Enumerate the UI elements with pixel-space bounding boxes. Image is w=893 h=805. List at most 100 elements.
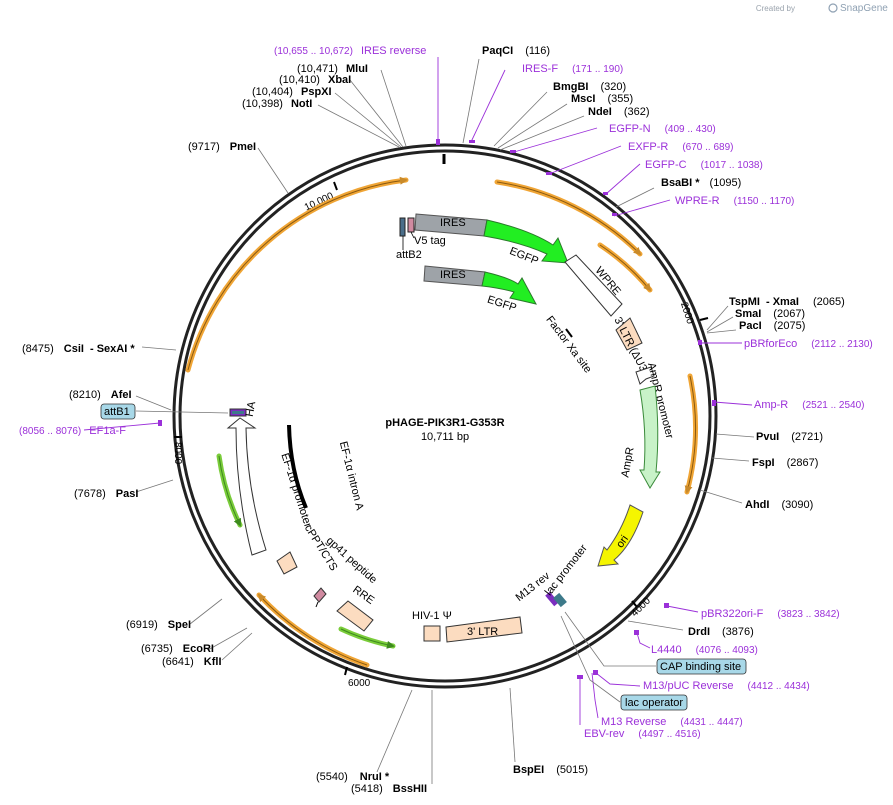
snapgene-credit: Created by SnapGene	[756, 3, 888, 14]
enzyme-kfli[interactable]: KflI	[204, 656, 222, 668]
primer-m13-puc-reverse[interactable]: M13/pUC Reverse	[643, 680, 733, 692]
cap-binding-site-box[interactable]: CAP binding site	[656, 658, 747, 675]
enzyme-afei[interactable]: AfeI	[111, 389, 132, 401]
attb2-label: attB2	[396, 249, 422, 261]
enzyme-bsshii[interactable]: BssHII	[393, 783, 427, 795]
svg-text:(7678)PasI: (7678)PasI	[74, 488, 138, 500]
enzyme-xmai[interactable]: - XmaI	[766, 296, 799, 308]
plasmid-size: 10,711 bp	[421, 431, 469, 443]
primer-egfp-c[interactable]: EGFP-C	[645, 159, 687, 171]
m13-rev-feature	[545, 591, 559, 607]
tick-label-6000: 6000	[348, 678, 371, 689]
svg-text:MscI(355): MscI(355)	[571, 93, 633, 105]
enzyme-drdi[interactable]: DrdI	[688, 626, 710, 638]
enzyme-pspxi[interactable]: PspXI	[301, 86, 332, 98]
enzyme-csii[interactable]: CsiI	[64, 343, 84, 355]
primer-ebv-rev[interactable]: EBV-rev	[584, 728, 625, 740]
enzyme-labels: PaqCI(116) BmgBI(320) MscI(355) NdeI(362…	[22, 45, 845, 795]
green-arc-left	[216, 453, 243, 528]
orf-arc-cores	[187, 176, 696, 666]
primer-exfp-r[interactable]: EXFP-R	[628, 141, 668, 153]
enzyme-mlui[interactable]: MluI	[346, 63, 368, 75]
credit-prefix: Created by	[756, 4, 795, 13]
enzyme-spei[interactable]: SpeI	[168, 619, 191, 631]
enzyme-bsabi[interactable]: BsaBI	[661, 177, 692, 189]
v5-tag-feature	[407, 217, 415, 233]
svg-text:PacI(2075): PacI(2075)	[739, 320, 805, 332]
plasmid-name: pHAGE-PIK3R1-G353R	[385, 417, 504, 429]
primer-amp-r[interactable]: Amp-R	[754, 399, 788, 411]
primer-pbr322ori-f[interactable]: pBR322ori-F	[701, 608, 764, 620]
enzyme-paqci[interactable]: PaqCI	[482, 45, 513, 57]
green-arc-cores	[218, 455, 395, 649]
svg-text:FspI(2867): FspI(2867)	[752, 457, 818, 469]
svg-text:PvuI(2721): PvuI(2721)	[756, 431, 823, 443]
svg-text:(10,471)MluI: (10,471)MluI	[297, 63, 368, 75]
enzyme-leader-lines	[135, 58, 755, 784]
enzyme-xbai[interactable]: XbaI	[328, 74, 351, 86]
primer-l4440[interactable]: L4440	[651, 644, 682, 656]
lac-operator-box[interactable]: lac operator	[620, 694, 688, 711]
ires-label-2: IRES	[440, 269, 466, 281]
tick-10000	[333, 181, 338, 191]
primer-m13-reverse[interactable]: M13 Reverse	[601, 716, 666, 728]
svg-text:(10,398)NotI: (10,398)NotI	[242, 98, 312, 110]
primer-ires-reverse[interactable]: IRES reverse	[361, 45, 426, 57]
enzyme-tspmi[interactable]: TspMI	[729, 296, 760, 308]
svg-text:(9717)PmeI: (9717)PmeI	[188, 141, 256, 153]
ires-label-1: IRES	[440, 217, 466, 229]
enzyme-ecori[interactable]: EcoRI	[183, 643, 214, 655]
svg-text:(10,404)PspXI: (10,404)PspXI	[252, 86, 332, 98]
enzyme-ahdi[interactable]: AhdI	[745, 499, 769, 511]
tick-label-8000: 8000	[172, 442, 183, 465]
hiv-psi-feature	[423, 625, 441, 642]
primer-ef1a-f[interactable]: EF1a-F	[89, 425, 126, 437]
tick-6000	[344, 666, 348, 676]
attb1-box[interactable]: attB1	[100, 403, 136, 420]
tick-2000	[699, 317, 709, 321]
enzyme-sexai[interactable]: - SexAI	[90, 343, 127, 355]
egfp-feature-1	[483, 219, 569, 264]
svg-text:(8475)CsiI- SexAI *: (8475)CsiI- SexAI *	[22, 343, 135, 355]
svg-text:EXFP-R(670 .. 689): EXFP-R(670 .. 689)	[628, 141, 734, 153]
scale-ticks	[174, 181, 709, 676]
primer-marks	[158, 139, 716, 679]
ori-feature	[597, 504, 644, 567]
svg-text:L4440(4076 .. 4093): L4440(4076 .. 4093)	[651, 644, 758, 656]
enzyme-fspi[interactable]: FspI	[752, 457, 775, 469]
enzyme-smai[interactable]: SmaI	[735, 308, 761, 320]
svg-text:BmgBI(320): BmgBI(320)	[553, 81, 626, 93]
enzyme-bmgbi[interactable]: BmgBI	[553, 81, 588, 93]
enzyme-pvui[interactable]: PvuI	[756, 431, 779, 443]
ef1a-intron-label: EF-1α intron A	[337, 440, 366, 512]
tick-4000	[631, 600, 638, 608]
svg-text:AhdI(3090): AhdI(3090)	[745, 499, 813, 511]
svg-text:M13/pUC Reverse(4412 .. 4434): M13/pUC Reverse(4412 .. 4434)	[643, 680, 810, 692]
svg-text:WPRE-R(1150 .. 1170): WPRE-R(1150 .. 1170)	[675, 195, 794, 207]
enzyme-bspei[interactable]: BspEI	[513, 764, 544, 776]
enzyme-nrui[interactable]: NruI	[360, 771, 382, 783]
attb2-feature	[399, 217, 406, 237]
svg-text:pBR322ori-F(3823 .. 3842): pBR322ori-F(3823 .. 3842)	[701, 608, 840, 620]
enzyme-pmei[interactable]: PmeI	[230, 141, 256, 153]
egfp-feature-2	[481, 271, 537, 305]
primer-egfp-n[interactable]: EGFP-N	[609, 123, 651, 135]
enzyme-msci[interactable]: MscI	[571, 93, 595, 105]
ampr-feature	[639, 385, 661, 489]
primer-wpre-r[interactable]: WPRE-R	[675, 195, 720, 207]
enzyme-paci[interactable]: PacI	[739, 320, 762, 332]
tick-label-4000: 4000	[629, 595, 653, 619]
primer-pbrforeco[interactable]: pBRforEco	[744, 338, 797, 350]
enzyme-pasi[interactable]: PasI	[116, 488, 139, 500]
primer-leader-lines	[83, 57, 753, 725]
ori-label: ori	[614, 533, 631, 550]
primer-ires-f[interactable]: IRES-F	[522, 63, 558, 75]
svg-text:(5540)NruI *: (5540)NruI *	[316, 771, 390, 783]
svg-text:Amp-R(2521 .. 2540): Amp-R(2521 .. 2540)	[754, 399, 865, 411]
enzyme-ndei[interactable]: NdeI	[588, 106, 612, 118]
svg-text:NdeI(362): NdeI(362)	[588, 106, 650, 118]
enzyme-noti[interactable]: NotI	[291, 98, 312, 110]
svg-text:(10,655 .. 10,672)IRES reverse: (10,655 .. 10,672)IRES reverse	[274, 45, 426, 57]
lac-promoter-feature	[553, 592, 567, 608]
